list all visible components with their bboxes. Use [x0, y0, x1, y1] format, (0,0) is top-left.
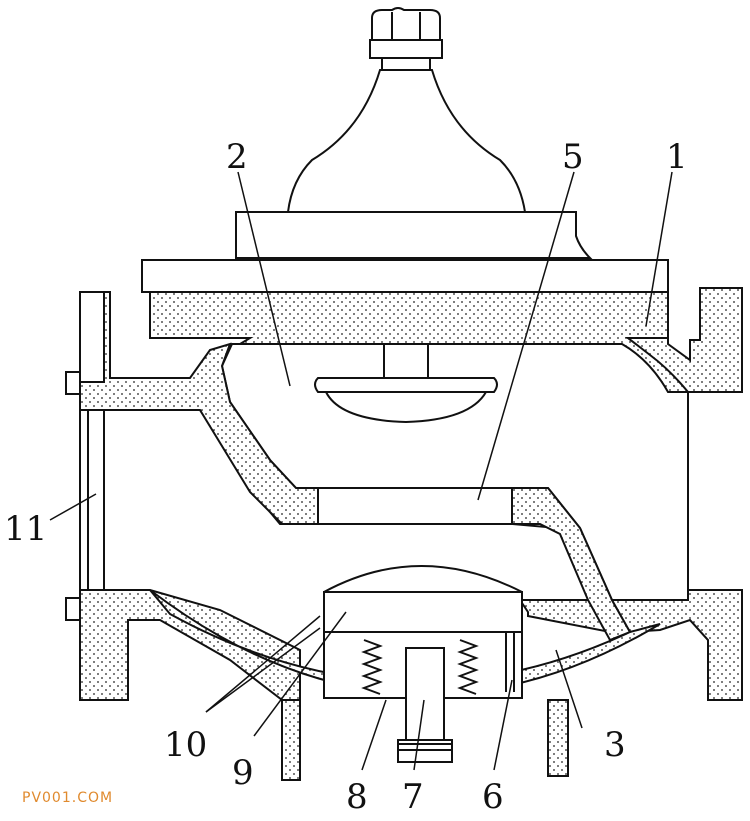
left-spring	[361, 639, 383, 695]
label-10: 10	[164, 725, 207, 765]
label-11: 11	[4, 509, 47, 549]
left-flange	[79, 291, 319, 525]
lower-bowl	[149, 589, 661, 696]
lower-right-flange	[610, 589, 743, 701]
label-9: 9	[232, 753, 254, 793]
valve-disc	[314, 377, 498, 424]
valve-seat-ring	[317, 487, 513, 525]
right-spring	[457, 639, 479, 695]
label-7: 7	[402, 777, 424, 817]
watermark: PV001.COM	[22, 790, 113, 806]
label-6: 6	[482, 777, 504, 817]
piston-housing	[323, 591, 523, 633]
side-pipe	[65, 291, 105, 621]
label-2: 2	[226, 137, 248, 177]
label-3: 3	[604, 725, 626, 765]
label-1: 1	[666, 137, 688, 177]
lower-bowl-feet	[281, 699, 569, 781]
leader-lines	[49, 171, 673, 771]
top-nut	[369, 7, 443, 71]
label-8: 8	[346, 777, 368, 817]
right-flange	[625, 287, 743, 393]
flange-plate	[141, 259, 669, 293]
piston-dome	[323, 565, 523, 593]
dome-bonnet	[286, 69, 527, 213]
upper-cover-plate	[235, 211, 593, 259]
label-5: 5	[562, 137, 584, 177]
valve-stem	[383, 343, 429, 379]
center-rod	[405, 647, 445, 741]
